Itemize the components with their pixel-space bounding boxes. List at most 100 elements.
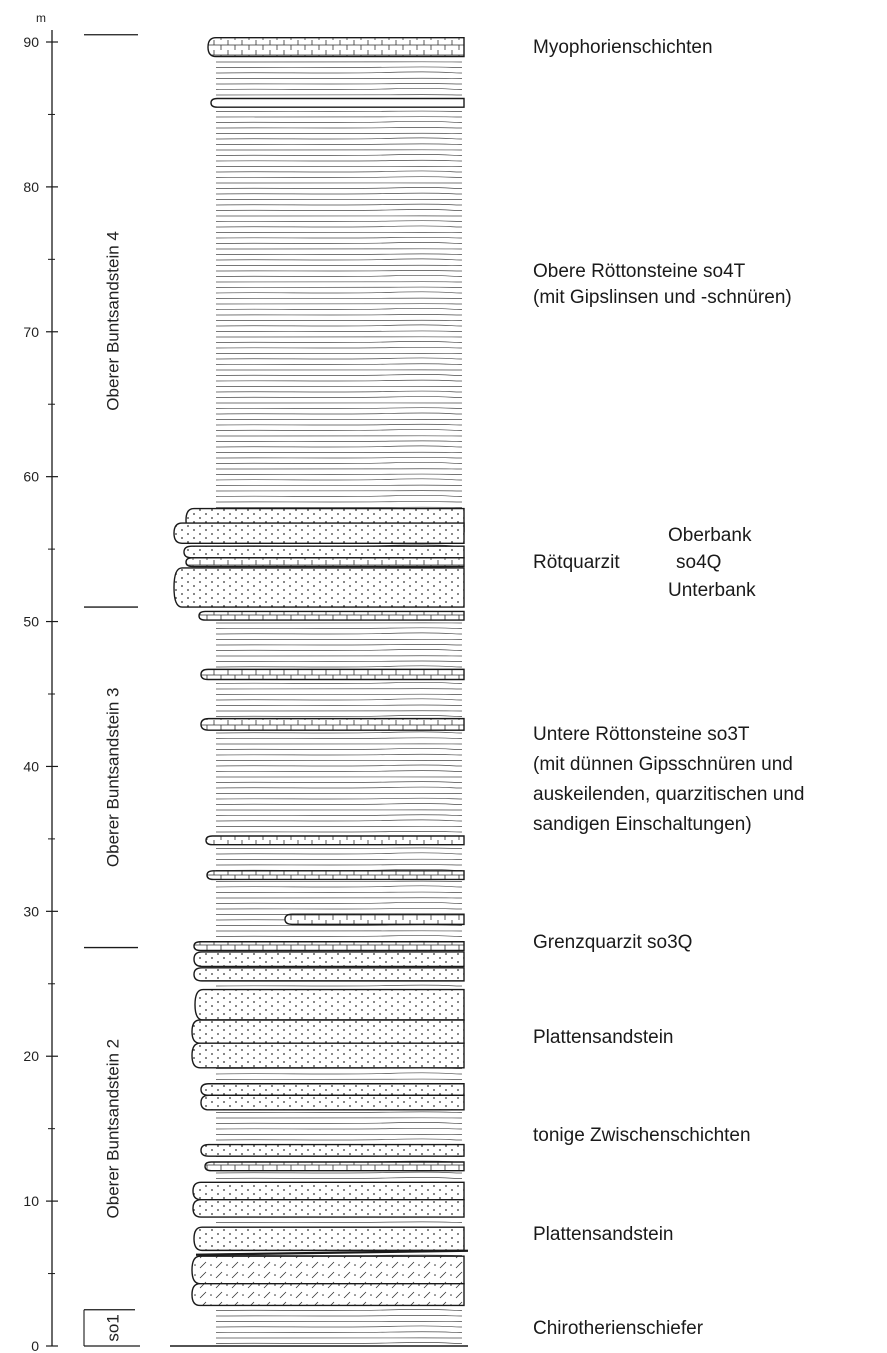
mudstone-lamination [215,814,463,816]
mudstone-lamination [215,764,463,767]
mudstone-lamination [215,478,463,481]
axis-tick-label: 50 [23,614,39,630]
mudstone-lamination [215,457,463,459]
myophorien-limestone-bed [207,36,465,58]
unit-label: so1 [103,1314,122,1341]
cross-bedded-sandstone [191,1283,465,1307]
mudstone-lamination [215,803,463,805]
label-untere-roettonsteine-note-3: sandigen Einschaltungen) [533,814,752,835]
mudstone-lamination [215,770,463,772]
thin-quartzite-bed [198,610,465,621]
mudstone-lamination [215,340,463,343]
mudstone-lamination [215,935,463,937]
mudstone-lamination [215,704,463,706]
mudstone-lamination [215,494,463,497]
unit-boundaries [83,34,140,1347]
label-untere-roettonsteine-note-1: (mit dünnen Gipsschnüren und [533,754,793,775]
tonige-sand-bed [200,1143,465,1157]
mudstone-lamination [215,192,463,195]
grenzquarzit-brick [193,941,465,952]
mudstone-lamination [215,83,463,85]
mudstone-lamination [215,847,463,849]
axis-tick-label: 60 [23,469,39,485]
mudstone-lamination [215,660,463,662]
mudstone-lamination [215,71,463,74]
label-roetquarzit: Rötquarzit [533,552,620,573]
mudstone-lamination [215,374,463,376]
mudstone-lamination [215,1138,463,1141]
thin-sand-lens [210,97,465,108]
mudstone-lamination [215,1308,463,1311]
roetquarzit-middle-sand [183,545,465,559]
mudstone-lamination [215,330,463,332]
label-oberbank: Oberbank [668,525,752,546]
label-grenzquarzit: Grenzquarzit so3Q [533,932,693,953]
mudstone-lamination [215,120,463,123]
mudstone-lamination [215,307,463,310]
mudstone-lamination [215,242,463,244]
mudstone-lamination [215,681,463,684]
mudstone-lamination [215,396,463,398]
mudstone-lamination [215,440,463,442]
mudstone-lamination [215,225,463,228]
grenzquarzit-sand-lower [193,967,465,982]
mudstone-lamination [215,66,463,68]
thin-quartzite-bed [206,870,465,881]
axis-tick-label: 90 [23,34,39,50]
label-chirotherienschiefer: Chirotherienschiefer [533,1318,704,1339]
axis-tick-label: 40 [23,758,39,774]
cross-bedded-sandstone [191,1255,465,1285]
mudstone-lamination [215,786,463,789]
label-tonige-zwischenschichten: tonige Zwischenschichten [533,1125,751,1146]
mudstone-lamination [215,270,463,272]
mudstone-lamination [215,137,463,140]
mudstone-lamination [215,1072,463,1075]
thin-quartzite-lens [284,913,465,926]
label-untere-roettonsteine-note-2: auskeilenden, quarzitischen und [533,784,805,805]
unit-label: Oberer Buntsandstein 4 [103,231,122,411]
mudstone-lamination [215,1127,463,1130]
unit-label: Oberer Buntsandstein 3 [103,688,122,868]
lithologic-column [170,36,469,1347]
plattensandstein-lower-bed [193,1226,465,1252]
plattensandstein-bed [194,988,465,1021]
mudstone-lamination [215,632,463,635]
mudstone-lamination [215,357,463,360]
thin-quartzite-bed [200,717,465,731]
mudstone-lamination [215,143,463,145]
roetquarzit-unterbank [173,567,465,608]
mudstone-lamination [215,203,463,206]
mudstone-lamination [215,819,463,822]
unit-label: Oberer Buntsandstein 2 [103,1039,122,1219]
tonige-sand-bed [200,1094,465,1111]
mudstone-lamination [215,445,463,448]
thin-quartzite-bed [200,668,465,681]
plattensandstein-lower-bed [192,1198,465,1218]
mudstone-lamination [215,748,463,750]
mudstone-lamination [215,648,463,651]
tonige-sand-bed [200,1083,465,1097]
mudstone-lamination [215,908,463,910]
mudstone-lamination [215,1342,463,1344]
mudstone-lamination [215,627,463,629]
mudstone-lamination [215,390,463,393]
mudstone-lamination [215,154,463,156]
mudstone-lamination [215,698,463,701]
plattensandstein-lower-bed [192,1181,465,1201]
axis-tick-label: 10 [23,1193,39,1209]
label-myophorienschichten: Myophorienschichten [533,37,713,58]
mudstone-lamination [215,830,463,833]
mudstone-lamination [215,737,463,739]
mudstone-lamination [215,781,463,783]
grenzquarzit-sand [193,951,465,968]
mudstone-lamination [215,363,463,365]
mudstone-lamination [215,346,463,349]
mudstone-lamination [215,731,463,734]
lithologic-beds [173,36,469,1307]
erosive-contact-line [195,1249,469,1256]
label-plattensandstein-upper: Plattensandstein [533,1027,674,1048]
mudstone-lamination [215,291,463,294]
mudstone-lamination [215,797,463,800]
label-obere-roettonsteine: Obere Röttonsteine so4T [533,261,746,282]
